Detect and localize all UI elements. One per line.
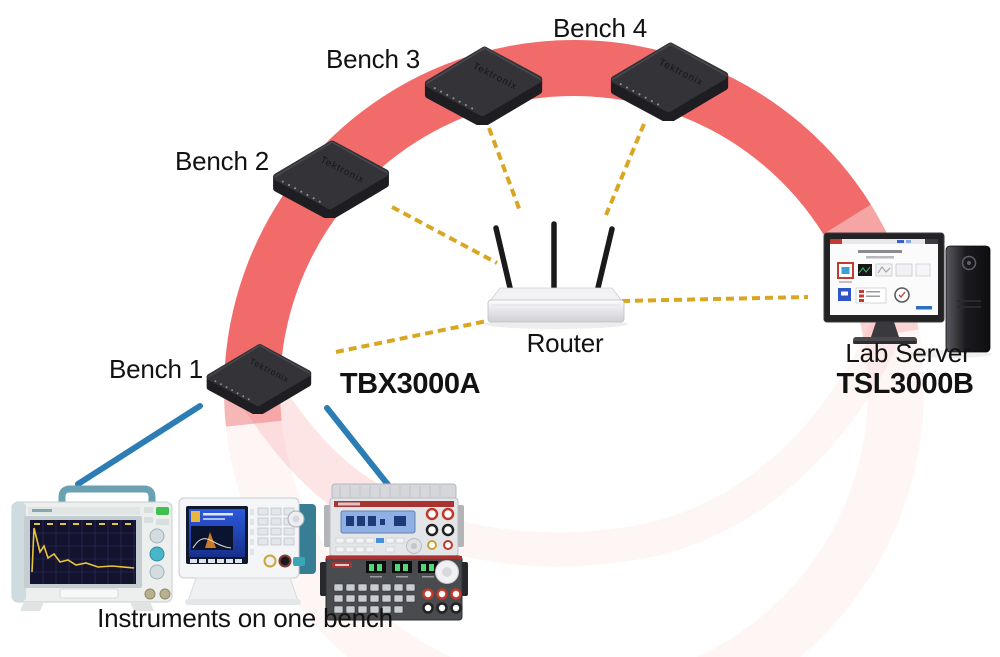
scope-handle: [58, 485, 156, 506]
psu-keypad: [333, 583, 416, 614]
bench-2-label: Bench 2: [174, 146, 270, 176]
dmm-top-flange: [331, 483, 457, 500]
server-tower: [945, 245, 991, 353]
link-router-server: [621, 295, 809, 303]
server-monitor: [823, 232, 945, 344]
psu-output-jacks: [422, 588, 462, 614]
link-bench1-router: [335, 319, 488, 354]
link-bench2-router: [391, 205, 498, 265]
dmm-buttons: [335, 537, 405, 553]
scope-knob: [149, 564, 165, 580]
monitor-stand-neck: [871, 322, 899, 337]
dmm-blue-button: [376, 538, 384, 543]
router-top: [489, 287, 623, 302]
oscilloscope: [11, 485, 173, 611]
link-bench4-router: [604, 123, 646, 216]
digital-multimeter: [324, 483, 464, 557]
instruments-caption: Instruments on one bench: [97, 603, 393, 633]
bench-1-label: Bench 1: [108, 354, 204, 384]
scope-bnc-connector: [159, 588, 171, 600]
fngen-softkeys: [190, 509, 254, 563]
scope-knob: [149, 528, 165, 544]
scope-controls: [144, 507, 171, 600]
fngen-output-connector: [263, 554, 277, 568]
power-supply: [320, 555, 468, 621]
router-antennas: [493, 221, 615, 295]
fngen-output-connector: [278, 554, 292, 568]
lab-server-label: Lab Server: [845, 338, 971, 368]
scope-graticule: [30, 520, 136, 584]
scope-foot: [20, 602, 44, 611]
bench-3-label: Bench 3: [325, 44, 421, 74]
scope-trace: [31, 527, 135, 573]
scope-run-button: [156, 507, 169, 515]
link-bench1-oscilloscope: [75, 403, 203, 487]
bench-1-device: [208, 346, 310, 414]
scope-screen: [30, 520, 136, 584]
psu-displays: [366, 561, 438, 578]
router-device: [484, 221, 628, 329]
scope-model-strip: [59, 588, 119, 599]
scope-knob-teal: [149, 546, 165, 562]
scope-readout-row: [34, 523, 131, 525]
dmm-input-jacks: [425, 507, 455, 550]
tbx-model-label: TBX3000A: [339, 368, 481, 400]
router-label: Router: [526, 328, 604, 358]
wireless-links: [335, 123, 809, 354]
lab-server: [823, 232, 992, 358]
scope-foot: [130, 602, 154, 611]
wired-links: [75, 403, 392, 489]
monitor-screen-content: [830, 239, 938, 310]
fngen-stand: [187, 577, 299, 602]
router-front: [487, 299, 625, 323]
tsl-model-label: TSL3000B: [836, 368, 974, 400]
bench-4-label: Bench 4: [552, 13, 648, 43]
scope-bnc-connector: [144, 588, 156, 600]
function-generator: [178, 497, 316, 605]
link-bench1-instruments: [324, 405, 392, 489]
dmm-brand-strip: [334, 501, 454, 507]
ring-tail-bottom: [394, 322, 902, 567]
link-bench3-router: [487, 127, 522, 212]
fngen-power-button: [293, 557, 305, 566]
tower-power-button: [961, 255, 977, 271]
